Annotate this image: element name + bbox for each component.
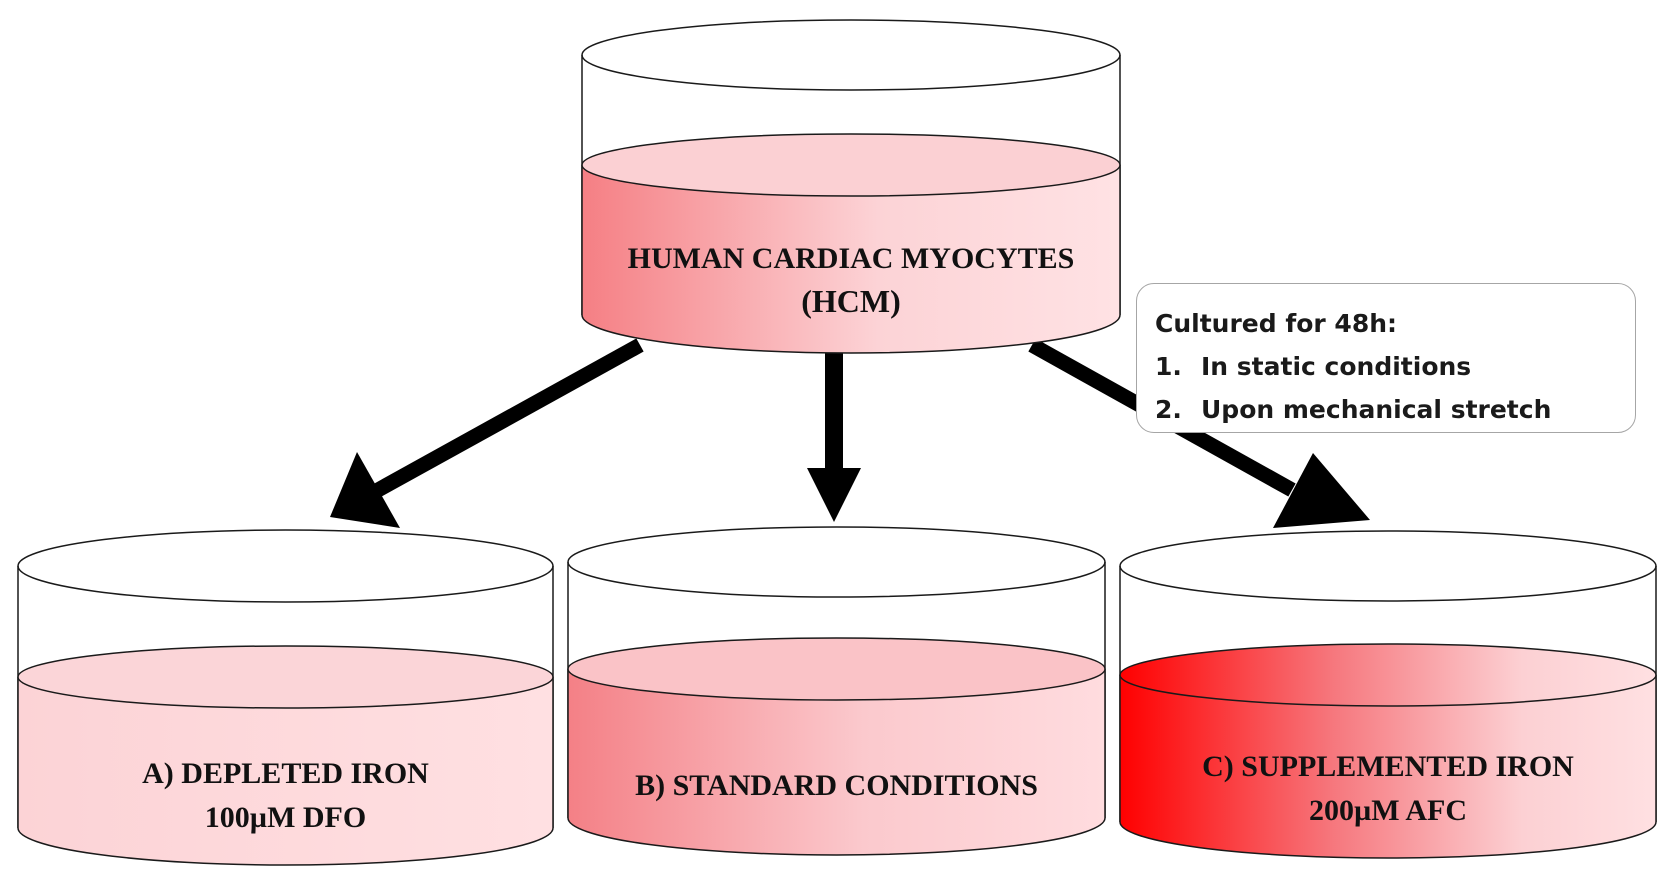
dish-b-label-line1: B) STANDARD CONDITIONS bbox=[635, 769, 1038, 802]
dish-hcm-label-line2: (HCM) bbox=[801, 283, 901, 319]
dish-c-supplemented-iron: C) SUPPLEMENTED IRON 200µM AFC bbox=[1119, 530, 1657, 859]
callout-item-static: 1. In static conditions bbox=[1155, 345, 1621, 388]
dish-hcm: HUMAN CARDIAC MYOCYTES (HCM) bbox=[581, 19, 1121, 354]
callout-title: Cultured for 48h: bbox=[1155, 309, 1398, 338]
dish-c-label-line2: 200µM AFC bbox=[1309, 794, 1467, 827]
callout-item-text: Upon mechanical stretch bbox=[1201, 395, 1552, 424]
dish-a-label-line1: A) DEPLETED IRON bbox=[142, 757, 429, 790]
callout-item-number: 1. bbox=[1155, 352, 1182, 381]
culture-conditions-callout: Cultured for 48h: 1. In static conditions… bbox=[1136, 283, 1636, 433]
arrow-to-dish-b bbox=[807, 352, 861, 522]
arrow-to-dish-a bbox=[330, 338, 644, 528]
dish-a-label-line2: 100µM DFO bbox=[205, 801, 366, 834]
dish-b-standard-conditions: B) STANDARD CONDITIONS bbox=[567, 526, 1106, 856]
callout-item-text: In static conditions bbox=[1201, 352, 1472, 381]
callout-item-number: 2. bbox=[1155, 395, 1182, 424]
dish-a-depleted-iron: A) DEPLETED IRON 100µM DFO bbox=[17, 529, 554, 866]
dish-c-label-line1: C) SUPPLEMENTED IRON bbox=[1202, 750, 1574, 783]
dish-hcm-label-line1: HUMAN CARDIAC MYOCYTES bbox=[628, 242, 1075, 275]
callout-item-stretch: 2. Upon mechanical stretch bbox=[1155, 388, 1621, 431]
